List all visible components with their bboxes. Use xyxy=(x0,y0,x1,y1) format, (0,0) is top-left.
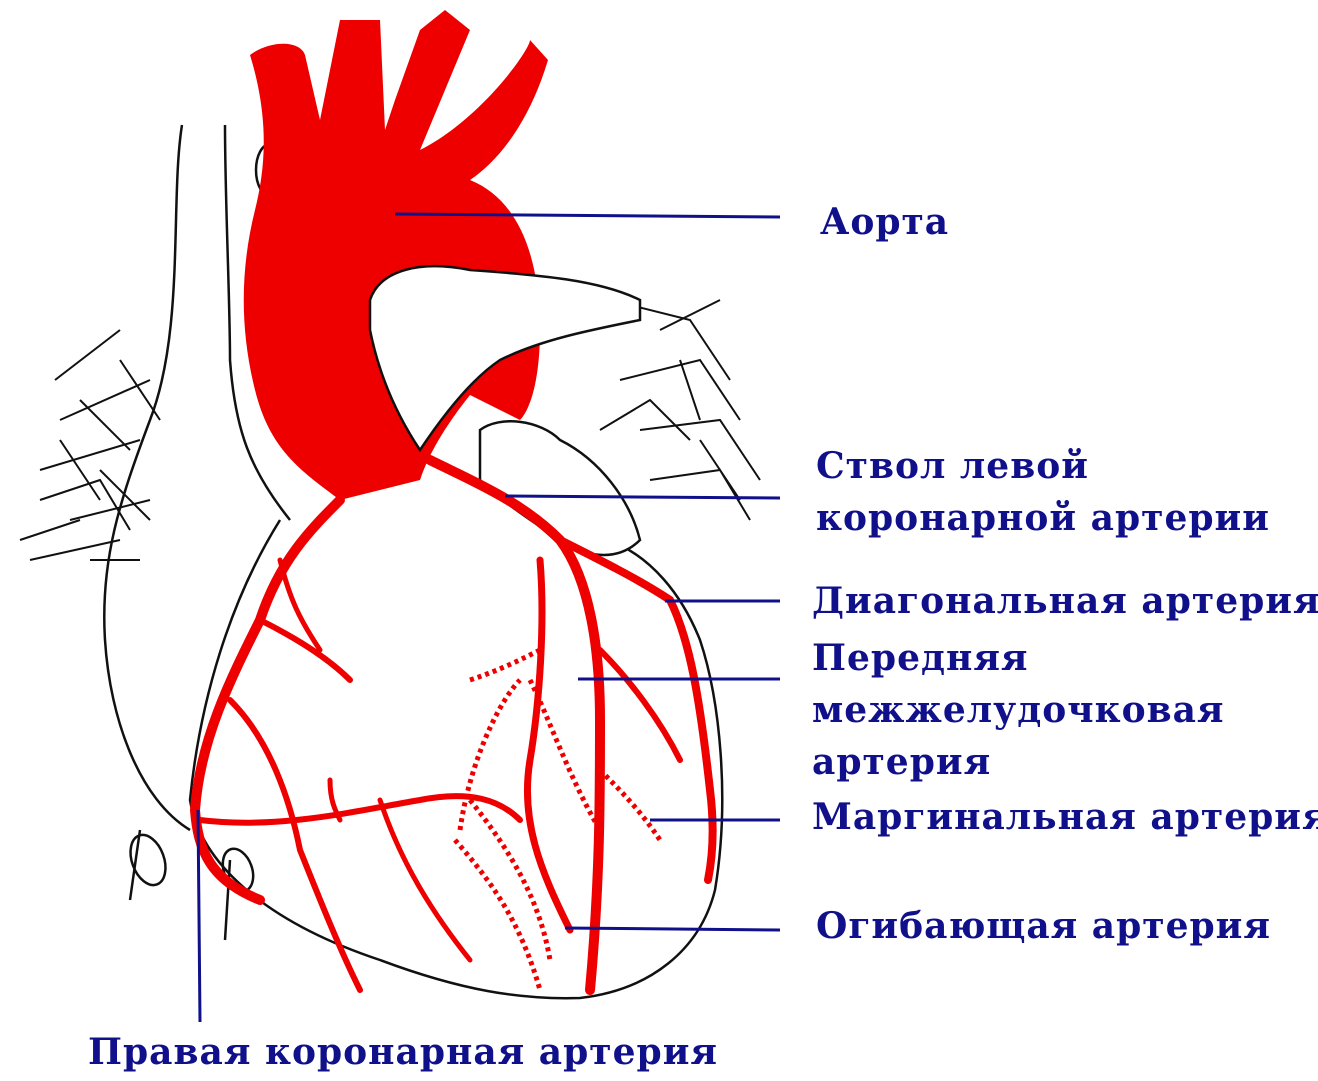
label-diagonal-artery: Диагональная артерия xyxy=(812,575,1318,627)
right-vessel-branches xyxy=(600,300,760,520)
leader-left-main xyxy=(505,496,780,498)
label-marginal-artery: Маргинальная артерия xyxy=(812,791,1318,843)
dotted-branches xyxy=(455,650,660,990)
left-vessel-branches xyxy=(20,330,160,560)
label-aorta: Аорта xyxy=(820,196,949,248)
leader-circumflex xyxy=(565,928,780,930)
label-marginal-text: Маргинальная артерия xyxy=(812,796,1318,838)
leader-right-coronary xyxy=(198,810,200,1022)
label-lad-line3: артерия xyxy=(812,736,1225,788)
label-left-main-coronary: Ствол левой коронарной артерии xyxy=(816,440,1270,544)
label-left-main-line2: коронарной артерии xyxy=(816,492,1270,544)
label-lad-line2: межжелудочковая xyxy=(812,684,1225,736)
label-circumflex-text: Огибающая артерия xyxy=(816,905,1271,947)
label-aorta-text: Аорта xyxy=(820,201,949,243)
label-right-coronary-artery: Правая коронарная артерия xyxy=(88,1026,718,1078)
label-right-coronary-text: Правая коронарная артерия xyxy=(88,1031,718,1073)
label-anterior-interventricular: Передняя межжелудочковая артерия xyxy=(812,632,1225,788)
label-left-main-line1: Ствол левой xyxy=(816,440,1270,492)
label-circumflex-artery: Огибающая артерия xyxy=(816,900,1271,952)
label-diagonal-text: Диагональная артерия xyxy=(812,580,1318,622)
label-lad-line1: Передняя xyxy=(812,632,1225,684)
